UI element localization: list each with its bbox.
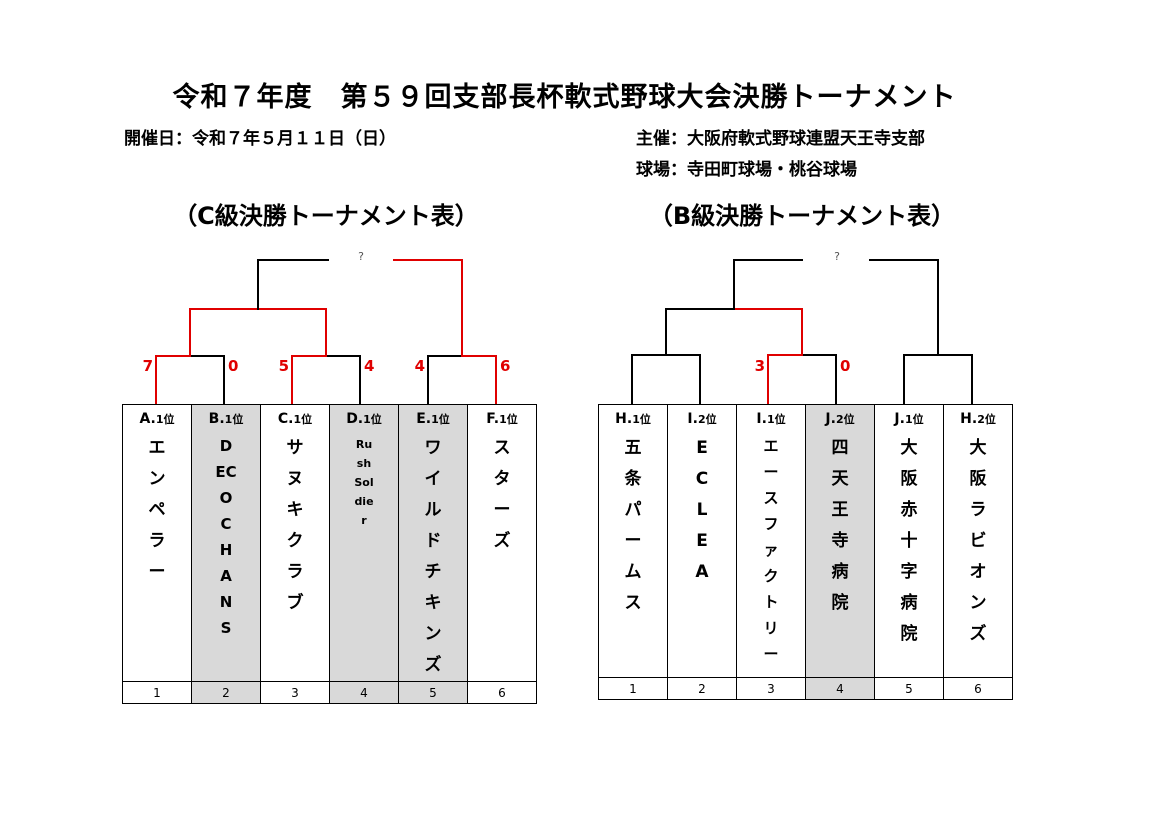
page-title: 令和７年度 第５９回支部長杯軟式野球大会決勝トーナメント [172, 82, 957, 113]
b-team-cell-6: H.2位大阪ラビオンズ [943, 404, 1013, 678]
b-team-cell-4: J.2位四天王寺病院 [805, 404, 875, 678]
c-line-semi-up [257, 259, 329, 310]
b-score-m2-right: 0 [840, 357, 850, 375]
c-score-m3-left: 4 [415, 357, 425, 375]
b-line-team4 [801, 354, 837, 405]
c-score-m1-left: 7 [143, 357, 153, 375]
team-name: ワイルドチキンズ [424, 438, 442, 675]
team-name: サヌキクラブ [286, 438, 304, 613]
c-team-number: 2 [191, 681, 261, 704]
b-line-match1-up [665, 308, 735, 356]
c-team-number: 4 [329, 681, 399, 704]
b-class-subtitle: （B級決勝トーナメント表） [648, 202, 956, 230]
seed-label: C.1位 [277, 411, 313, 427]
c-team-cell-3: C.1位サヌキクラブ [260, 404, 330, 682]
c-line-team6 [461, 355, 497, 405]
b-line-match1 [631, 354, 701, 405]
seed-label: I.1位 [756, 411, 786, 427]
c-team-number: 6 [467, 681, 537, 704]
team-name: RushSoldier [354, 438, 374, 527]
c-team-number: 5 [398, 681, 468, 704]
b-line-team3 [767, 354, 803, 405]
b-line-semi-up [733, 259, 803, 310]
b-team-number: 3 [736, 677, 806, 700]
seed-label: F.1位 [486, 411, 518, 427]
team-name: 五条パームス [624, 438, 642, 613]
c-class-subtitle: （C級決勝トーナメント表） [173, 202, 479, 230]
c-team-cell-5: E.1位ワイルドチキンズ [398, 404, 468, 682]
c-line-match1-up [189, 308, 259, 357]
venue: 球場：寺田町球場・桃谷球場 [636, 160, 857, 180]
c-team-cell-2: B.1位 DECOCHANS [191, 404, 261, 682]
b-team-number: 5 [874, 677, 944, 700]
b-team-cell-1: H.1位五条パームス [598, 404, 668, 678]
c-class-team-table: A.1位エンペラー B.1位 DECOCHANS C.1位サヌキクラブ D.1位 R… [122, 404, 537, 704]
b-line-match2-up [733, 308, 803, 356]
c-line-team1 [155, 355, 191, 405]
b-team-number: 2 [667, 677, 737, 700]
c-team-cell-4: D.1位 RushSoldier [329, 404, 399, 682]
b-line-match3 [903, 354, 973, 405]
c-score-m2-right: 4 [364, 357, 374, 375]
c-line-team2 [189, 355, 225, 405]
c-line-match2-up [257, 308, 327, 357]
b-final-winner: ? [834, 250, 840, 263]
c-score-m2-left: 5 [279, 357, 289, 375]
event-date: 開催日：令和７年５月１１日（日） [124, 129, 396, 149]
c-team-number: 1 [122, 681, 192, 704]
c-line-team4 [325, 355, 361, 405]
team-name: エンペラー [148, 438, 166, 582]
b-line-match3-up [869, 259, 939, 356]
team-name: 四天王寺病院 [831, 438, 849, 613]
b-team-number: 1 [598, 677, 668, 700]
team-name: スターズ [493, 438, 511, 551]
c-team-cell-6: F.1位スターズ [467, 404, 537, 682]
seed-label: H.2位 [960, 411, 996, 427]
seed-label: J.1位 [894, 411, 924, 427]
seed-label: B.1位 [208, 411, 244, 427]
seed-label: E.1位 [416, 411, 450, 427]
b-class-bracket [631, 259, 973, 405]
team-name: 大阪ラビオンズ [969, 438, 987, 644]
b-team-number: 6 [943, 677, 1013, 700]
c-line-team3 [291, 355, 327, 405]
seed-label: H.1位 [615, 411, 651, 427]
b-team-cell-2: I.2位 ECLEA [667, 404, 737, 678]
organizer: 主催：大阪府軟式野球連盟天王寺支部 [636, 129, 925, 149]
seed-label: J.2位 [825, 411, 855, 427]
team-name: DECOCHANS [215, 437, 237, 637]
b-score-m2-left: 3 [755, 357, 765, 375]
c-line-match3-up [393, 259, 463, 357]
c-team-cell-1: A.1位エンペラー [122, 404, 192, 682]
team-name: ECLEA [695, 438, 709, 582]
c-final-winner: ? [358, 250, 364, 263]
team-name: 大阪赤十字病院 [900, 438, 918, 644]
seed-label: D.1位 [346, 411, 382, 427]
c-team-number: 3 [260, 681, 330, 704]
b-team-cell-5: J.1位大阪赤十字病院 [874, 404, 944, 678]
team-name: エースファクトリー [763, 437, 779, 663]
b-team-cell-3: I.1位エースファクトリー [736, 404, 806, 678]
c-line-team5 [427, 355, 463, 405]
seed-label: I.2位 [687, 411, 717, 427]
c-score-m3-right: 6 [500, 357, 510, 375]
c-class-bracket [155, 259, 497, 405]
seed-label: A.1位 [139, 411, 175, 427]
b-team-number: 4 [805, 677, 875, 700]
b-class-team-table: H.1位五条パームス I.2位 ECLEA I.1位エースファクトリー J.2位四… [598, 404, 1013, 700]
c-score-m1-right: 0 [228, 357, 238, 375]
